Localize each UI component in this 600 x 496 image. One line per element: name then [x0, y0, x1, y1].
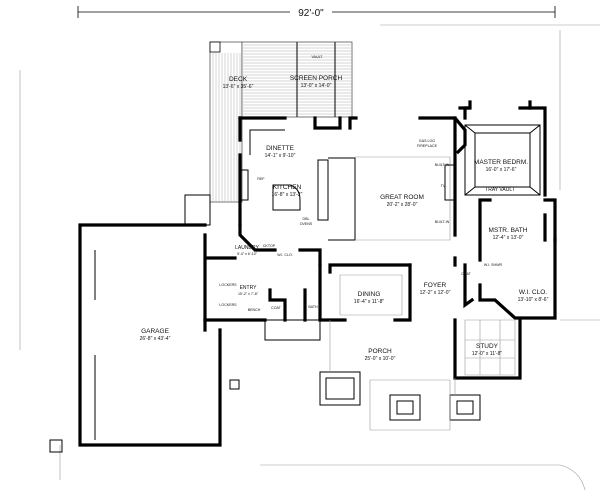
bench-label: BENCH [248, 308, 261, 312]
room-size: 14'-1" x 9'-10" [265, 153, 296, 159]
coat-label: COAT [271, 306, 282, 310]
fireplace-label: FIREPLACE [417, 144, 438, 148]
site-lines [19, 24, 600, 491]
dbl-ovens-label: DBL [303, 217, 310, 221]
room-size: 12'-4" x 13'-0" [493, 235, 524, 241]
built-in-label: BUILT-IN [435, 220, 450, 224]
room-size: 16'-4" x 11'-8" [354, 299, 385, 305]
room-size: 20'-2" x 28'-0" [387, 202, 418, 208]
room-size: 16'-8" x 13'-2" [272, 192, 303, 198]
room-size: 13'-10" x 8'-6" [518, 297, 549, 303]
room-name: MASTER BEDRM. [474, 159, 528, 166]
deck [184, 41, 243, 226]
tv-label: TV [441, 184, 446, 188]
room-name: LAUNDRY [235, 245, 259, 251]
room-name: GARAGE [141, 328, 169, 335]
wi-closet-label: W.I. CLO. [277, 253, 293, 257]
lockers-label: LOCKERS [219, 303, 237, 307]
room-size: 13'-6" x 35'-6" [223, 84, 254, 90]
wi-shower-label: W.I. SHWR [484, 263, 503, 267]
bath-label: BATH [308, 305, 318, 309]
room-name: PORCH [368, 348, 392, 355]
room-size: 12'-2" x 12'-0" [420, 290, 451, 296]
room-size: 26'-8" x 43'-4" [140, 336, 171, 342]
room-name: W.I. CLO. [519, 289, 547, 296]
ref-label: REF [257, 177, 265, 181]
overall-dimension-label: 92'-0" [298, 8, 324, 19]
overall-dimension: 92'-0" [77, 5, 556, 19]
room-name: GREAT ROOM [380, 194, 424, 201]
screen-porch-note: VAULT [311, 55, 323, 59]
fireplace-label: GAS LOG [419, 139, 435, 143]
room-note: TRAY VAULT [485, 187, 515, 193]
room-name: MSTR. BATH [489, 227, 528, 234]
room-size: 25'-0" x 10'-0" [365, 356, 396, 362]
interior-lines [239, 124, 541, 431]
fixture-labels: GAS LOG FIREPLACE BUILT-IN TV BUILT-IN R… [219, 139, 502, 312]
room-name: DINETTE [266, 145, 294, 152]
room-master-closet: W.I. CLO.13'-10" x 8'-6" [518, 289, 549, 303]
built-in-label: BUILT-IN [435, 163, 450, 167]
garage [49, 223, 240, 453]
room-name: SCREEN PORCH [290, 75, 343, 82]
room-size: 13'-0" x 14'-0" [301, 83, 332, 89]
room-size: 16'-0" x 17'-6" [486, 167, 517, 173]
cooktop-label: CKTOP [263, 244, 276, 248]
room-name: KITCHEN [273, 184, 302, 191]
room-size: 9'-4" x 6'-10" [237, 252, 258, 256]
screen-porch [241, 41, 353, 118]
room-name: DINING [358, 291, 381, 298]
dbl-ovens-label: OVENS [300, 222, 313, 226]
room-name: STUDY [476, 343, 499, 350]
room-name: DECK [229, 76, 248, 83]
coat-label: COAT [461, 272, 472, 276]
room-name: ENTRY [240, 285, 258, 291]
room-master-bedroom: MASTER BEDRM.16'-0" x 17'-6" TRAY VAULT [474, 159, 528, 193]
room-name: FOYER [424, 282, 447, 289]
room-size: 12'-0" x 11'-8" [472, 351, 503, 357]
lockers-label: LOCKERS [219, 283, 237, 287]
room-size: 15'-2" x 7'-8" [238, 292, 259, 296]
